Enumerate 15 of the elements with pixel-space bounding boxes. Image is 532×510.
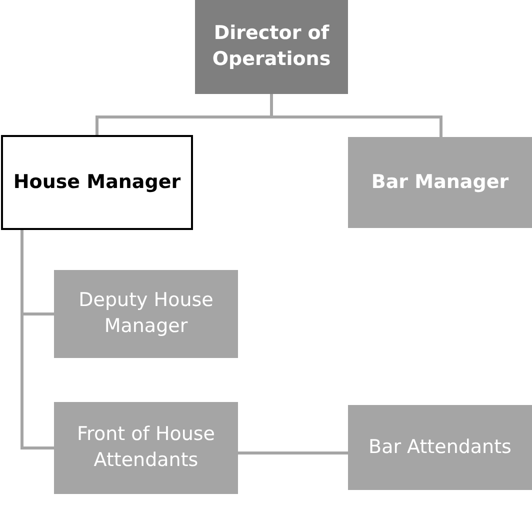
position-box	[195, 0, 348, 94]
position-title: Deputy House Manager	[78, 288, 214, 339]
position-title: Front of House Attendants	[76, 422, 216, 473]
position-title: House Manager	[12, 170, 182, 195]
position-title: Director of Operations	[211, 21, 332, 72]
connector-line	[270, 94, 442, 137]
position-box	[348, 405, 532, 490]
position-title: Bar Manager	[370, 170, 510, 195]
connector-line	[238, 452, 348, 454]
position-title: Bar Attendants	[368, 434, 512, 460]
position-box	[1, 135, 193, 230]
position-box	[54, 402, 238, 494]
connector-line	[20, 230, 54, 450]
position-box	[348, 137, 532, 228]
position-box	[54, 270, 238, 358]
